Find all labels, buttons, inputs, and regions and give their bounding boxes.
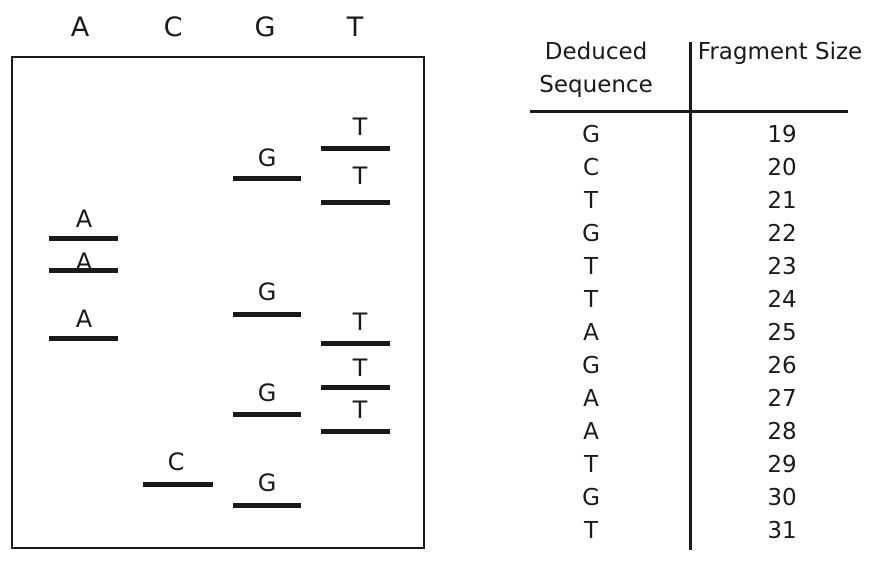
size-cell: 24 [767,287,797,313]
band-g [233,412,301,417]
band-label: G [257,144,277,172]
size-cell: 28 [767,419,797,445]
base-cell: A [583,320,599,346]
band-a [49,236,118,241]
header-sequence-line2: Sequence [539,72,653,98]
band-label: A [75,305,93,333]
size-cell: 31 [767,518,797,544]
size-cell: 30 [767,485,797,511]
lane-label-g: G [254,12,276,43]
band-label: G [257,278,277,306]
size-cell: 20 [767,155,797,181]
band-a [49,336,118,341]
band-t [321,146,390,151]
band-label: T [352,396,368,424]
band-g [233,176,301,181]
lane-label-t: T [346,12,364,43]
header-fragment-size: Fragment Size [697,39,863,65]
band-label: T [352,354,368,382]
band-label: T [352,308,368,336]
band-t [321,341,390,346]
header-sequence-line1: Deduced [544,39,648,65]
size-cell: 25 [767,320,797,346]
band-label: T [352,113,368,141]
table-divider-vertical [689,42,692,550]
lane-label-c: C [163,12,183,43]
base-cell: A [583,419,599,445]
base-cell: G [582,221,600,247]
table-divider-horizontal [530,110,848,113]
size-cell: 26 [767,353,797,379]
size-cell: 22 [767,221,797,247]
base-cell: G [582,353,600,379]
band-c [143,482,213,487]
size-cell: 21 [767,188,797,214]
size-cell: 23 [767,254,797,280]
band-label: T [352,162,368,190]
band-label: A [75,205,93,233]
base-cell: G [582,122,600,148]
band-a [49,268,118,273]
header-deduced-sequence: Deduced Sequence [536,36,656,102]
band-label: G [257,469,277,497]
base-cell: C [582,155,600,181]
gel-box [11,56,425,549]
lane-label-a: A [70,12,90,43]
band-t [321,385,390,390]
band-t [321,200,390,205]
size-cell: 27 [767,386,797,412]
base-cell: T [583,254,599,280]
band-t [321,429,390,434]
size-cell: 29 [767,452,797,478]
size-cell: 19 [767,122,797,148]
base-cell: T [583,287,599,313]
base-cell: T [583,518,599,544]
band-label: G [257,379,277,407]
base-cell: G [582,485,600,511]
band-label: C [167,448,185,476]
base-cell: T [583,452,599,478]
band-g [233,312,301,317]
band-g [233,503,301,508]
base-cell: T [583,188,599,214]
base-cell: A [583,386,599,412]
